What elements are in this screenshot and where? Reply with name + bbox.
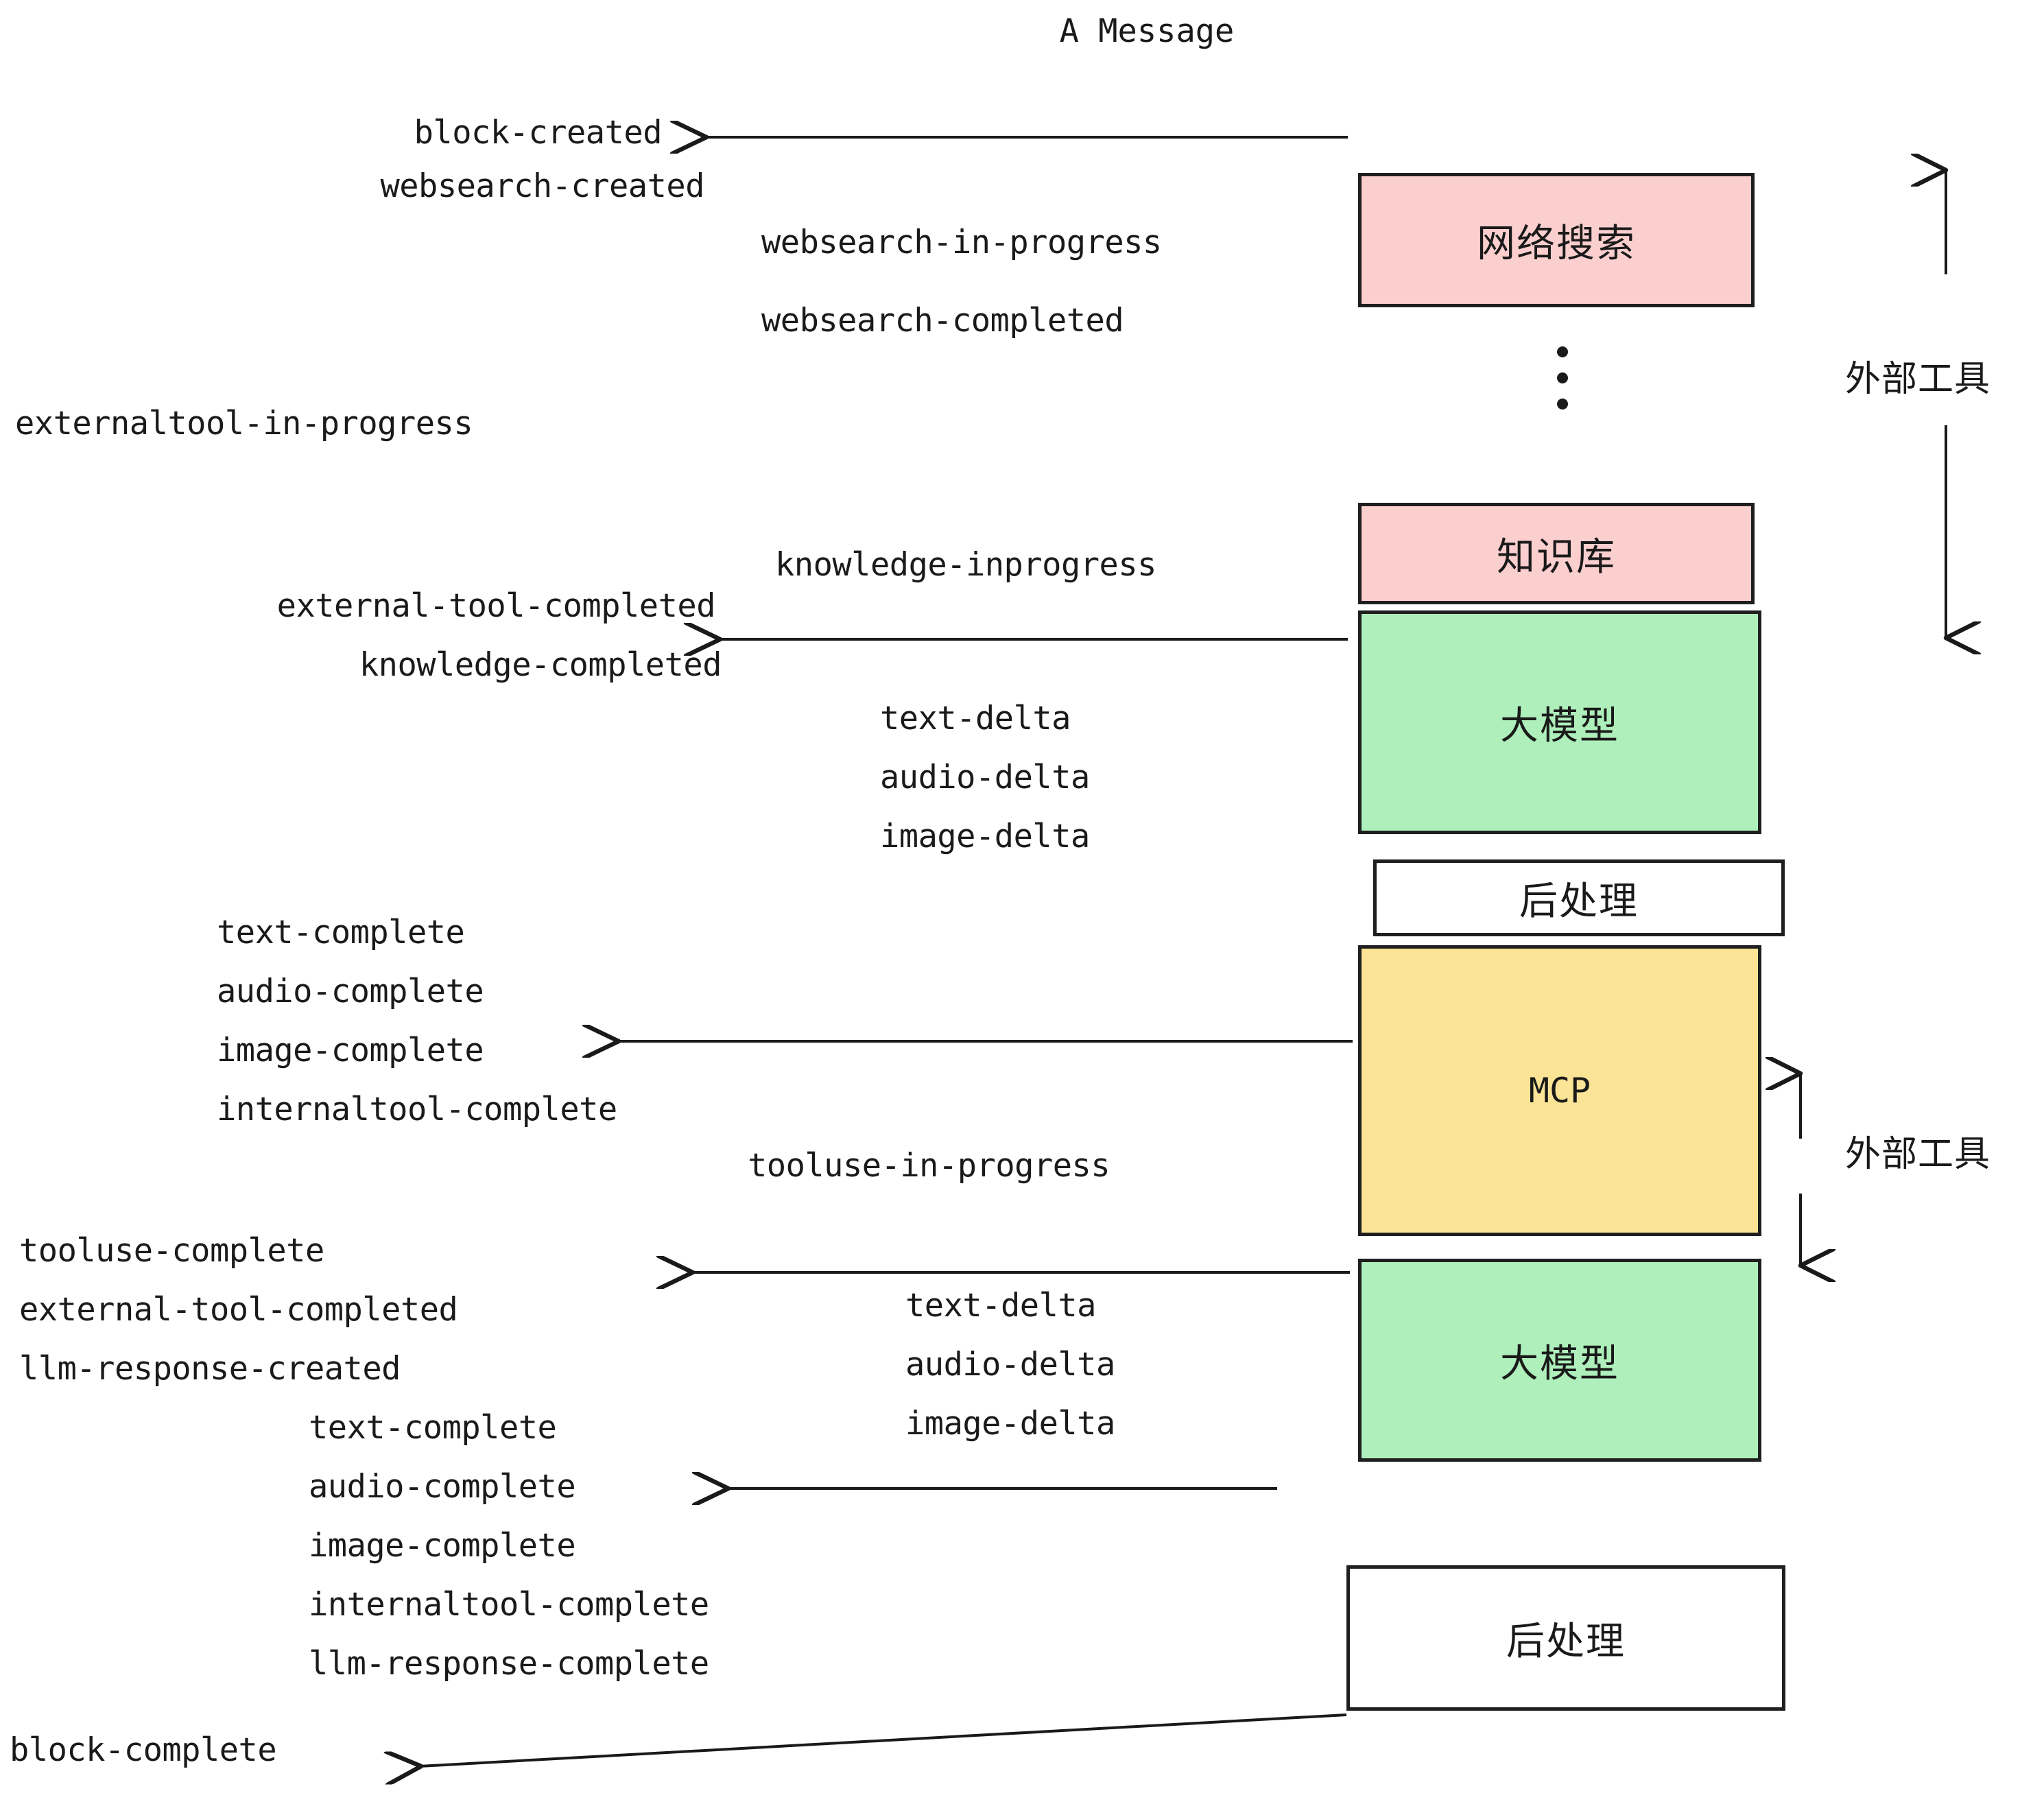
event-label: audio-delta <box>905 1346 1115 1384</box>
vertical-ellipsis <box>1557 346 1568 410</box>
event-label: knowledge-inprogress <box>775 546 1156 584</box>
component-node: 网络搜索 <box>1358 173 1755 307</box>
component-node: 大模型 <box>1358 610 1761 834</box>
event-label: image-complete <box>217 1032 484 1069</box>
event-label: internaltool-complete <box>217 1091 617 1128</box>
external-tool-range-arrows <box>1801 170 1946 1266</box>
event-label: external-tool-completed <box>19 1291 458 1329</box>
event-label: tooluse-complete <box>19 1232 324 1270</box>
event-label: block-complete <box>10 1731 277 1769</box>
component-node-label: 网络搜索 <box>1477 221 1636 266</box>
event-label: audio-complete <box>309 1468 576 1506</box>
event-label: text-delta <box>880 700 1071 737</box>
event-label: text-complete <box>217 914 465 951</box>
component-node-label: MCP <box>1528 1071 1591 1111</box>
component-node-label: 后处理 <box>1506 1619 1626 1664</box>
event-label: image-complete <box>309 1527 576 1565</box>
event-label: websearch-created <box>380 167 704 205</box>
component-node: 后处理 <box>1373 859 1785 936</box>
component-node: 知识库 <box>1358 503 1755 604</box>
event-label: image-delta <box>905 1405 1115 1443</box>
message-flow-arrows <box>420 137 1353 1766</box>
ellipsis-dot <box>1557 399 1568 410</box>
event-label: external-tool-completed <box>276 587 716 625</box>
event-label: audio-delta <box>880 759 1090 796</box>
event-label: tooluse-in-progress <box>748 1147 1110 1185</box>
component-node-label: 后处理 <box>1519 879 1639 924</box>
component-node-label: 大模型 <box>1500 703 1619 748</box>
flow-arrow <box>420 1713 1347 1766</box>
external-tool-side-label: 外部工具 <box>1845 1134 1991 1175</box>
event-label: image-delta <box>880 818 1090 855</box>
component-node: MCP <box>1358 945 1761 1236</box>
external-tool-side-label: 外部工具 <box>1845 359 1991 400</box>
event-label: websearch-completed <box>761 302 1124 340</box>
component-node-label: 知识库 <box>1497 534 1616 580</box>
event-label: text-complete <box>309 1409 557 1447</box>
ellipsis-dot <box>1557 372 1568 383</box>
event-label: externaltool-in-progress <box>15 405 473 442</box>
event-label: internaltool-complete <box>309 1586 709 1624</box>
event-label: audio-complete <box>217 973 484 1010</box>
event-label: text-delta <box>905 1287 1096 1325</box>
component-node: 后处理 <box>1346 1565 1785 1711</box>
diagram-title: A Message <box>1059 12 1235 50</box>
event-label: websearch-in-progress <box>761 224 1162 261</box>
event-label: llm-response-complete <box>309 1645 709 1683</box>
ellipsis-dot <box>1557 346 1568 357</box>
event-label: block-created <box>414 114 663 152</box>
event-label: llm-response-created <box>19 1350 401 1388</box>
component-node-label: 大模型 <box>1500 1341 1619 1386</box>
component-node: 大模型 <box>1358 1259 1761 1462</box>
event-label: knowledge-completed <box>359 646 722 684</box>
